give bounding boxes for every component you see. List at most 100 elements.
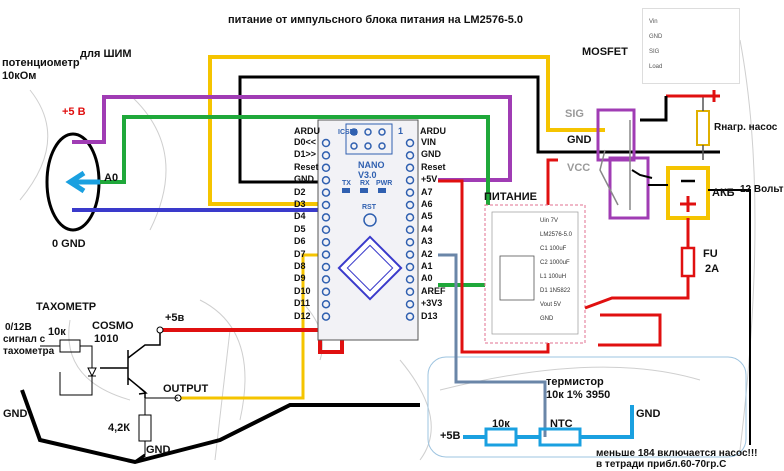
psu-module [484, 204, 586, 344]
right-pin-label: Reset [421, 161, 446, 172]
akb-volt-label: 12 Вольт [740, 184, 784, 195]
mosfet-box-lower [608, 156, 650, 220]
reset-button [363, 213, 377, 227]
right-pin-hole [405, 262, 415, 272]
left-pin-label: Reset [294, 161, 319, 172]
pin-one-label: 1 [398, 126, 404, 136]
wire-black-gnd [238, 75, 720, 184]
gnd-mos-label: GND [567, 134, 592, 146]
ardu-right-header: ARDU [420, 126, 446, 136]
psu-text: C2 1000uF [540, 260, 570, 266]
fu-label-1: FU [703, 248, 718, 260]
mosfet-thumb-text: GND [649, 34, 663, 40]
left-pin-label: D1>> [294, 149, 317, 160]
left-pin-hole [321, 175, 331, 185]
gnd-left-label: GND [3, 408, 28, 420]
page-title: питание от импульсного блока питания на … [228, 14, 524, 26]
left-pin-hole [321, 151, 331, 160]
tacho-circuit [40, 326, 182, 455]
right-pin-hole [405, 151, 415, 160]
wire-red-battery [584, 218, 690, 310]
right-pin-label: GND [421, 149, 441, 160]
right-pin-label: A0 [421, 273, 433, 284]
power-label: ПИТАНИЕ [484, 191, 537, 203]
left-pin-label: D3 [294, 199, 306, 209]
plus5v-label: +5в [165, 312, 185, 324]
note-1: меньше 184 включается насос!!! [596, 448, 758, 459]
note-2: в тетради прибл.60-70гр.С [596, 459, 727, 470]
wire-black-ground [20, 389, 420, 465]
left-pin-label: D10 [294, 285, 311, 296]
akb-label: АКБ [712, 187, 735, 199]
mcu-chip [337, 235, 403, 301]
fuse [680, 246, 696, 278]
right-pin-label: +3V3 [421, 298, 443, 309]
right-pin-label: +5V [421, 174, 438, 185]
pot-label-1: потенциометр [2, 57, 80, 69]
right-pin-hole [405, 213, 415, 222]
ntc-chain [463, 405, 634, 447]
left-pin-hole [321, 237, 331, 247]
left-pin-label: D6 [294, 236, 306, 247]
left-pin-label: D5 [294, 223, 306, 234]
board-version: V3.0 [358, 170, 377, 180]
tx-label: TX [342, 180, 351, 187]
right-pin-label: A3 [421, 236, 433, 247]
right-pin-label: D13 [421, 310, 438, 321]
icsp-label: ICSP [338, 129, 355, 136]
left-pin-hole [321, 299, 331, 309]
r10k-b-label: 10к [492, 418, 510, 430]
gnd-ntc-label: GND [636, 408, 661, 420]
wire-yellow-d3-sig [208, 55, 605, 206]
right-pin-hole [405, 138, 415, 148]
a0-label: A0 [104, 172, 119, 184]
pwr-label: PWR [376, 180, 393, 187]
mosfet-box-upper [596, 108, 636, 162]
right-pin-hole [405, 188, 415, 197]
right-pin-label: AREF [421, 285, 446, 296]
left-pin-label: D7 [294, 248, 306, 259]
r42k-label: 4,2К [108, 422, 131, 434]
psu-text: C1 100uF [540, 246, 567, 252]
rx-label: RX [360, 180, 370, 187]
right-pin-label: A6 [421, 199, 433, 209]
mosfet-thumb-text: Vin [649, 19, 658, 25]
right-pin-hole [405, 312, 415, 321]
psu-text: Uin 7V [540, 218, 559, 224]
left-pin-hole [321, 287, 331, 297]
left-pin-label: GND [294, 174, 314, 185]
right-pin-label: A1 [421, 261, 433, 271]
thermistor-label-2: 10к 1% 3950 [546, 389, 611, 401]
right-pin-label: VIN [421, 137, 437, 147]
left-pin-hole [321, 312, 331, 321]
load-label: Rнагр. насос [714, 122, 778, 133]
thermistor-frame [427, 356, 747, 458]
ardu-left-header: ARDU [294, 126, 320, 136]
wiper-arrow [65, 170, 100, 194]
ntc-label: NTC [550, 418, 573, 430]
tacho-label: ТАХОМЕТР [36, 301, 97, 313]
left-pin-hole [321, 275, 331, 284]
wire-red-tacho [160, 328, 344, 354]
pot-label-2: 10кОм [2, 70, 37, 82]
right-pin-hole [405, 299, 415, 309]
board-name: NANO [358, 160, 385, 170]
right-pin-label: A7 [421, 186, 433, 197]
right-pin-hole [405, 237, 415, 247]
tacho-sig-1: 0/12В [5, 322, 32, 333]
left-pin-label: D9 [294, 273, 306, 284]
right-pin-hole [405, 250, 415, 259]
gnd0-label: 0 GND [52, 238, 86, 250]
wire-red-5v [438, 158, 558, 354]
left-pin-hole [321, 200, 331, 210]
plus5b-label: +5В [440, 430, 461, 442]
fu-label-2: 2A [705, 263, 720, 275]
mosfet-thumb-text: Load [649, 64, 663, 70]
wire-slate-a1 [438, 253, 547, 437]
r10k-label: 10к [48, 326, 66, 338]
psu-text: L1 100uH [540, 274, 567, 280]
output-label: OUTPUT [163, 383, 209, 395]
right-pin-label: A2 [421, 248, 433, 259]
cosmo-label-1: COSMO [92, 320, 134, 332]
